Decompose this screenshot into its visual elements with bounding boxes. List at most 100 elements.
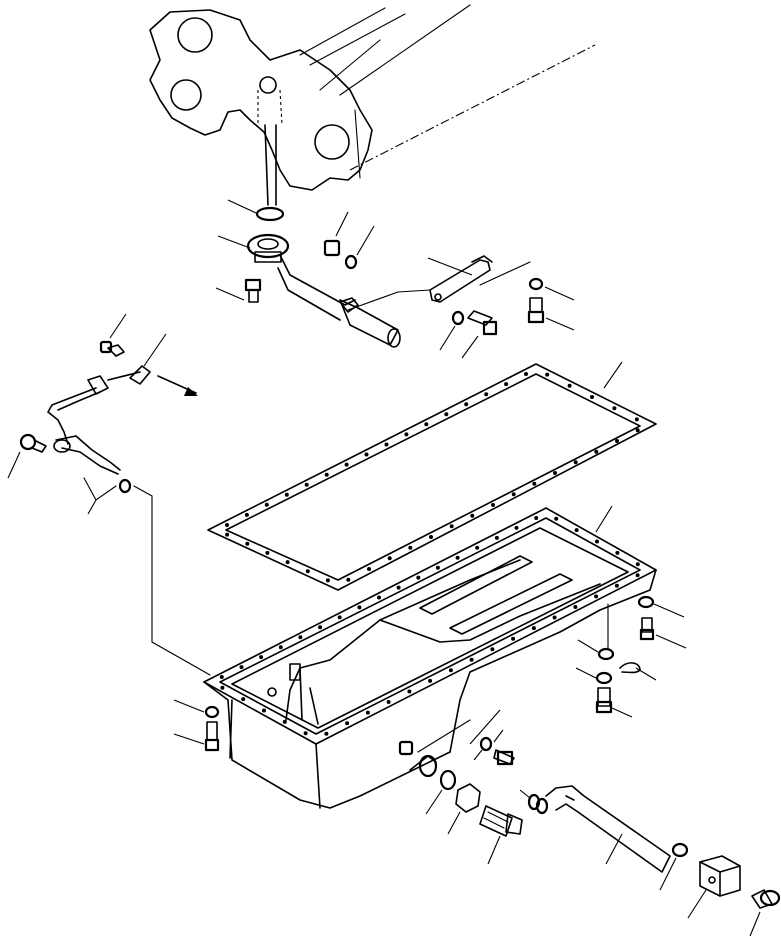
engine-block (149, 4, 596, 206)
bolt-hole (464, 402, 469, 407)
bolt-hole (435, 565, 440, 570)
bolt-hole (284, 492, 289, 497)
bolt-hole (428, 678, 433, 683)
bolt-hole (244, 512, 249, 517)
bolt-hole (532, 481, 537, 486)
bolt-hole (324, 472, 329, 477)
bolt-hole (534, 516, 539, 520)
bolt-hole (514, 525, 519, 530)
bolt-hole (567, 383, 572, 388)
bolt-hole (552, 615, 557, 620)
bolt-hole (595, 539, 599, 544)
bolt-hole (635, 428, 640, 433)
bolt-hole (262, 708, 266, 713)
bolt-hole (594, 594, 599, 599)
bolt-hole (470, 513, 475, 518)
bolt-hole (377, 595, 381, 600)
bolt-hole (424, 422, 429, 427)
bolt-hole (324, 731, 329, 736)
bolt-hole (429, 535, 433, 539)
bolt-hole (615, 439, 619, 443)
washer (344, 225, 375, 270)
bolt-hole (594, 449, 599, 454)
bolt-hole (365, 710, 370, 715)
bolt-hole (344, 462, 349, 467)
bolt-hole (490, 647, 495, 652)
bolt-hole (553, 471, 557, 475)
bolt-hole (614, 583, 619, 588)
bolt-hole (449, 524, 454, 529)
bolt-hole (245, 541, 250, 546)
bolt-hole (225, 523, 229, 527)
bolt-hole (524, 372, 528, 376)
bolt-hole (634, 417, 639, 422)
bolt-hole (239, 665, 244, 670)
dipstick-guide (7, 313, 211, 676)
bolt-hole (455, 555, 460, 560)
bolt-hole (531, 626, 536, 631)
bolt-hole (298, 635, 303, 640)
bolt-hole (345, 721, 350, 726)
bolt-hole (615, 550, 620, 555)
bolt-hole (304, 482, 309, 487)
bolt-hole (325, 578, 330, 583)
bolt-hole (574, 528, 579, 533)
bolt-hole (367, 567, 371, 571)
bolt-hole (219, 675, 224, 679)
bolt-hole (346, 577, 351, 582)
bolt-hole (511, 492, 516, 497)
bolt-hole (554, 516, 559, 521)
bolt-hole (444, 412, 449, 417)
bolt-hole (404, 432, 409, 437)
bolt-hole (285, 560, 290, 565)
bolt-hole (386, 700, 391, 704)
suction-tube-bracket (347, 255, 531, 311)
bolt-hole (408, 545, 413, 550)
direction-arrow (157, 375, 198, 396)
bolt-hole (396, 585, 401, 590)
bolt-hole (504, 382, 509, 387)
bolt-hole (337, 615, 342, 620)
bolt-hole (364, 452, 369, 457)
bolt-hole (259, 655, 264, 660)
bolt-hole (278, 645, 283, 650)
drain-hose (519, 785, 781, 937)
pan-bolts-left (173, 699, 220, 752)
pan-bolts-right (575, 595, 687, 718)
bolt-hole (469, 657, 474, 662)
oil-pan-gasket (207, 361, 657, 591)
bolt-hole (545, 372, 550, 377)
bolt-hole (305, 569, 310, 574)
bolt-hole (318, 625, 323, 630)
bolt-hole (282, 719, 287, 724)
bracket-bolt (439, 310, 498, 359)
bolt-hole (494, 535, 499, 540)
oil-suction-tube (217, 233, 401, 348)
bolt-hole (225, 532, 230, 537)
bolt-hole (241, 697, 246, 702)
bolt-hole (264, 502, 269, 507)
bolt-hole (357, 605, 362, 610)
bolt-hole (635, 562, 640, 567)
bolt (215, 278, 262, 303)
bolt-hole (448, 668, 453, 673)
bolt-hole (265, 550, 270, 555)
drain-valve (398, 709, 523, 865)
bolt-hole (416, 575, 421, 580)
bolt-hole (511, 636, 516, 641)
bolt-hole (612, 406, 617, 411)
bolt-hole (635, 573, 640, 578)
bolt-hole (475, 545, 480, 550)
bolt-hole (303, 731, 308, 736)
bolt-hole (491, 503, 495, 507)
bolt-hole (573, 605, 578, 609)
bolt-hole (387, 556, 392, 561)
bolt-hole (220, 685, 225, 690)
o-ring (227, 199, 285, 222)
bolt-hole (484, 392, 489, 397)
washer-bolt-right (527, 277, 575, 331)
bolt-hole (407, 689, 412, 694)
bolt-hole (590, 395, 594, 399)
oil-pan (203, 505, 657, 809)
bolt-hole (384, 442, 389, 447)
